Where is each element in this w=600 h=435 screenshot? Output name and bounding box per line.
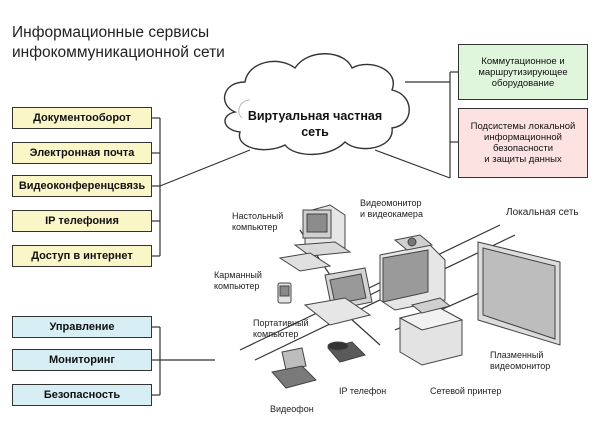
ip-phone-icon — [327, 341, 366, 363]
label-laptop: Портативный компьютер — [253, 318, 309, 339]
label-videophone: Видеофон — [270, 404, 314, 414]
label-local-network: Локальная сеть — [506, 207, 579, 218]
switching-equipment-box: Коммутационное и маршрутизирующее оборуд… — [458, 44, 588, 100]
services-bottom-bracket — [152, 326, 215, 396]
service-internet-access: Доступ в интернет — [12, 245, 152, 267]
service-video-conference: Видеоконференцсвязь — [12, 175, 152, 197]
videophone-icon — [271, 347, 317, 389]
service-document-flow: Документооборот — [12, 107, 152, 129]
service-security: Безопасность — [12, 384, 152, 406]
vpn-cloud-label: Виртуальная частная сеть — [247, 109, 383, 139]
laptop-icon — [303, 267, 373, 326]
diagram-title-line1: Информационные сервисы — [12, 24, 210, 41]
service-ip-telephony: IP телефония — [12, 210, 152, 232]
label-desktop: Настольный компьютер — [232, 211, 284, 232]
service-management: Управление — [12, 316, 152, 338]
plasma-monitor-icon — [477, 241, 561, 346]
label-pocket-pc: Карманный компьютер — [214, 270, 262, 291]
infra-connector — [374, 71, 458, 179]
pocket-pc-icon — [277, 282, 292, 304]
label-ip-phone: IP телефон — [339, 386, 387, 396]
diagram-title-line2: инфокоммуникационной сети — [12, 44, 225, 61]
desktop-computer-icon — [278, 204, 352, 272]
security-subsystems-box: Подсистемы локальной информационной безо… — [458, 108, 588, 178]
service-email: Электронная почта — [12, 142, 152, 164]
network-printer-icon — [398, 297, 464, 366]
services-top-bracket — [152, 117, 251, 257]
service-monitoring: Мониторинг — [12, 349, 152, 371]
vpn-cloud — [223, 53, 410, 156]
video-monitor-icon — [379, 234, 446, 311]
label-plasma-monitor: Плазменный видеомонитор — [490, 350, 551, 371]
label-video-monitor: Видеомонитор и видеокамера — [360, 198, 423, 219]
label-network-printer: Сетевой принтер — [430, 386, 502, 396]
